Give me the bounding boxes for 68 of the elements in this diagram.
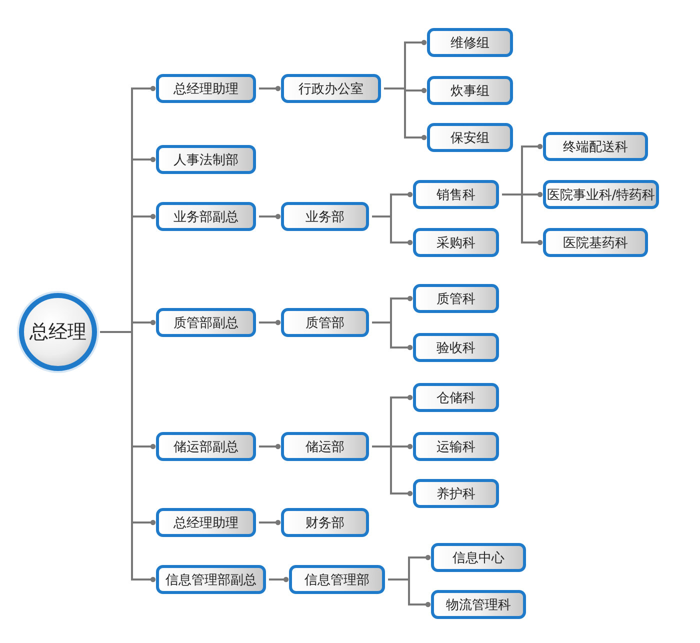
- node-label: 储运部副总: [174, 438, 238, 456]
- connector-line: [502, 194, 543, 246]
- node-label: 运输科: [436, 438, 476, 456]
- node-label: 质管部: [306, 314, 344, 332]
- node-label: 医院基药科: [563, 234, 628, 252]
- node-label: 信息管理部: [304, 572, 370, 588]
- node-label: 炊事组: [450, 82, 490, 100]
- node-label: 业务部副总: [174, 208, 238, 226]
- connector-line: [259, 320, 281, 326]
- department-box: [431, 590, 526, 619]
- node-label: 信息中心: [452, 550, 504, 566]
- department-box: [427, 123, 513, 152]
- department-box: [156, 74, 256, 103]
- department-box: [156, 145, 256, 174]
- department-box: [543, 180, 659, 209]
- node-label: 销售科: [436, 186, 476, 204]
- node-label: 质管部副总: [174, 314, 238, 332]
- node-label: 验收科: [436, 340, 476, 356]
- node-label: 维修组: [450, 34, 490, 52]
- department-box: [413, 333, 499, 362]
- department-box: [431, 543, 526, 572]
- connector-line: [100, 331, 156, 582]
- department-box: [427, 76, 513, 105]
- connector-line: [259, 520, 281, 526]
- department-box: [281, 308, 369, 337]
- node-label: 储运部: [306, 438, 344, 456]
- department-box: [413, 180, 499, 209]
- connector-line: [259, 86, 281, 92]
- node-label: 医院事业科/特药科: [546, 186, 656, 204]
- node-label: 总经理助理: [174, 514, 238, 532]
- node-label: 养护科: [436, 486, 476, 502]
- node-label: 物流管理科: [446, 596, 511, 614]
- connector-line: [269, 576, 289, 582]
- department-box: [156, 432, 256, 461]
- department-box: [156, 202, 256, 231]
- department-box: [427, 28, 513, 57]
- department-box: [281, 508, 369, 537]
- department-box: [156, 508, 256, 537]
- department-box: [413, 432, 499, 461]
- department-box: [281, 74, 381, 103]
- department-box: [281, 202, 369, 231]
- node-label: 总经理: [30, 320, 86, 345]
- connector-line: [372, 322, 413, 350]
- department-box: [413, 284, 499, 313]
- department-box: [413, 479, 499, 508]
- node-label: 财务部: [306, 514, 344, 532]
- department-box: [413, 383, 499, 412]
- node-label: 业务部: [306, 208, 344, 226]
- department-box: [289, 565, 385, 594]
- connector-line: [259, 214, 281, 220]
- department-box: [543, 228, 648, 257]
- department-box: [543, 132, 648, 161]
- node-label: 保安组: [450, 130, 490, 146]
- node-label: 信息管理部副总: [166, 572, 256, 588]
- node-label: 人事法制部: [174, 152, 238, 168]
- node-label: 采购科: [436, 234, 476, 252]
- department-box: [156, 308, 256, 337]
- node-label: 总经理助理: [174, 80, 238, 98]
- node-label: 仓储科: [436, 390, 476, 406]
- node-label: 质管科: [436, 290, 476, 308]
- root-circle: [19, 293, 97, 371]
- department-box: [281, 432, 369, 461]
- connector-line: [259, 444, 281, 450]
- department-box: [413, 228, 499, 257]
- node-label: 终端配送科: [563, 138, 628, 156]
- department-box: [156, 565, 266, 594]
- node-label: 行政办公室: [298, 80, 364, 98]
- connector-line: [388, 578, 431, 608]
